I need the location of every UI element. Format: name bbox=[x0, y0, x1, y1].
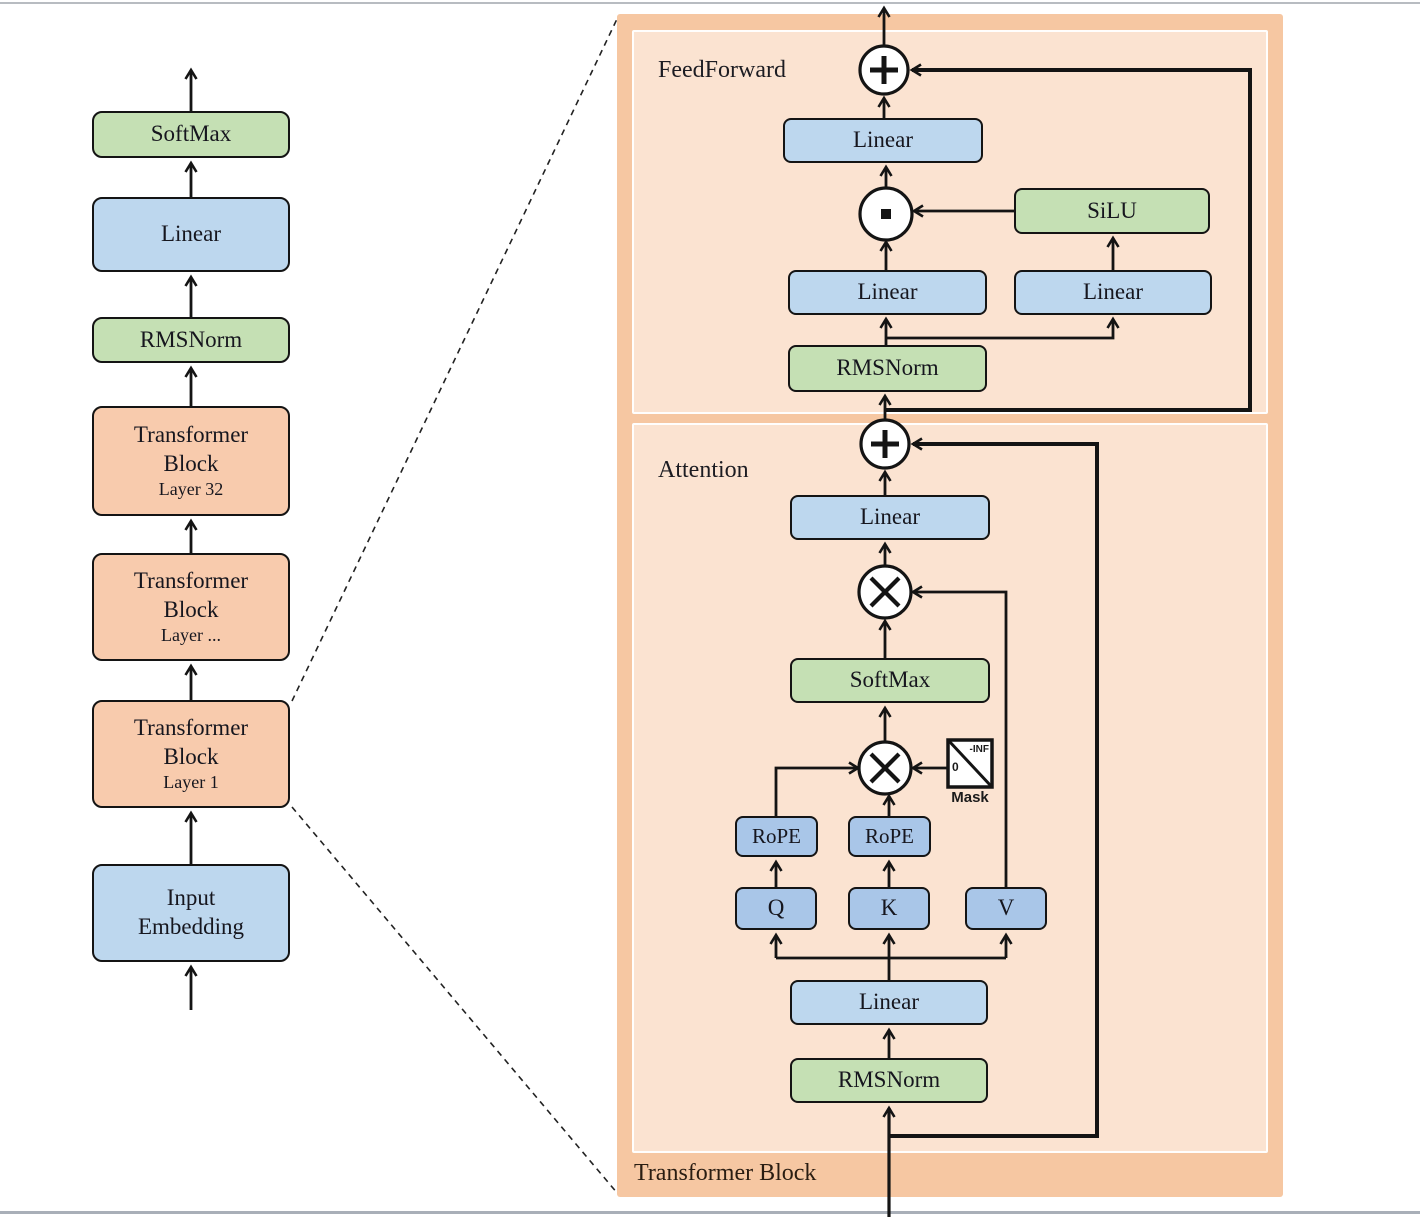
left-linear-label: Linear bbox=[160, 221, 221, 247]
mask-caption: Mask bbox=[951, 789, 989, 806]
block-word-2: Block bbox=[163, 744, 219, 770]
mask-neg-inf-label: -INF bbox=[969, 744, 989, 755]
block-word-1: Transformer bbox=[133, 422, 249, 448]
transformer-block-1-node: Transformer Block Layer 1 bbox=[92, 700, 290, 808]
ff-up-linear-label: Linear bbox=[1082, 279, 1143, 305]
q-node: Q bbox=[735, 887, 817, 930]
left-linear-node: Linear bbox=[92, 197, 290, 272]
add-icon-attention bbox=[859, 418, 911, 470]
input-word-1: Input bbox=[166, 885, 216, 911]
att-qkv-linear-node: Linear bbox=[790, 980, 988, 1025]
ff-rmsnorm-label: RMSNorm bbox=[836, 355, 939, 381]
feedforward-residual-line bbox=[886, 63, 1252, 412]
att-output-linear-node: Linear bbox=[790, 495, 990, 540]
rope-q-node: RoPE bbox=[735, 816, 818, 857]
transformer-block-32-node: Transformer Block Layer 32 bbox=[92, 406, 290, 516]
transformer-block-panel-title: Transformer Block bbox=[634, 1160, 817, 1186]
attention-wires bbox=[769, 469, 1013, 1217]
ff-silu-label: SiLU bbox=[1087, 197, 1137, 223]
feedforward-section-label: FeedForward bbox=[658, 57, 786, 83]
block-word-1: Transformer bbox=[133, 568, 249, 594]
left-rmsnorm-node: RMSNorm bbox=[92, 317, 290, 363]
matmul-icon-scores-v bbox=[857, 564, 913, 620]
k-node: K bbox=[848, 887, 930, 930]
ff-rmsnorm-node: RMSNorm bbox=[788, 345, 987, 392]
mask-zero-label: 0 bbox=[952, 760, 959, 774]
zoom-guide-dashed-lines bbox=[291, 18, 619, 1195]
block-word-2: Block bbox=[163, 451, 219, 477]
ff-output-linear-node: Linear bbox=[783, 118, 983, 163]
att-rmsnorm-label: RMSNorm bbox=[837, 1067, 941, 1093]
transformer-block-mid-node: Transformer Block Layer ... bbox=[92, 553, 290, 661]
ff-gate-linear-label: Linear bbox=[857, 279, 918, 305]
layer-1-label: Layer 1 bbox=[163, 771, 219, 792]
mask-icon bbox=[946, 738, 994, 789]
attention-residual-line bbox=[889, 437, 1099, 1138]
block-word-2: Block bbox=[163, 597, 219, 623]
att-qkv-linear-label: Linear bbox=[858, 989, 919, 1015]
left-rmsnorm-label: RMSNorm bbox=[139, 326, 243, 352]
left-softmax-label: SoftMax bbox=[150, 121, 232, 147]
v-label: V bbox=[997, 895, 1015, 921]
block-word-1: Transformer bbox=[133, 715, 249, 741]
feedforward-wires bbox=[877, 5, 1120, 420]
add-icon-feedforward bbox=[858, 44, 910, 96]
att-softmax-label: SoftMax bbox=[849, 667, 931, 693]
q-label: Q bbox=[767, 895, 785, 921]
input-embedding-node: Input Embedding bbox=[92, 864, 290, 962]
att-rmsnorm-node: RMSNorm bbox=[790, 1058, 988, 1103]
elementwise-product-icon bbox=[858, 186, 914, 242]
ff-silu-node: SiLU bbox=[1014, 188, 1210, 234]
attention-section-label: Attention bbox=[658, 457, 749, 483]
ff-output-linear-label: Linear bbox=[852, 127, 913, 153]
v-node: V bbox=[965, 887, 1047, 930]
layer-dots-label: Layer ... bbox=[161, 624, 221, 645]
att-output-linear-label: Linear bbox=[859, 504, 920, 530]
rope-q-label: RoPE bbox=[751, 824, 801, 849]
att-softmax-node: SoftMax bbox=[790, 658, 990, 703]
left-softmax-node: SoftMax bbox=[92, 111, 290, 158]
layer-32-label: Layer 32 bbox=[158, 478, 224, 499]
input-word-2: Embedding bbox=[137, 914, 245, 939]
ff-up-linear-node: Linear bbox=[1014, 270, 1212, 315]
bottom-border-line bbox=[0, 1211, 1420, 1214]
top-border-line bbox=[0, 2, 1420, 4]
rope-k-node: RoPE bbox=[848, 816, 931, 857]
k-label: K bbox=[880, 895, 898, 921]
rope-k-label: RoPE bbox=[864, 824, 914, 849]
matmul-icon-q-k bbox=[857, 740, 913, 796]
ff-gate-linear-node: Linear bbox=[788, 270, 987, 315]
